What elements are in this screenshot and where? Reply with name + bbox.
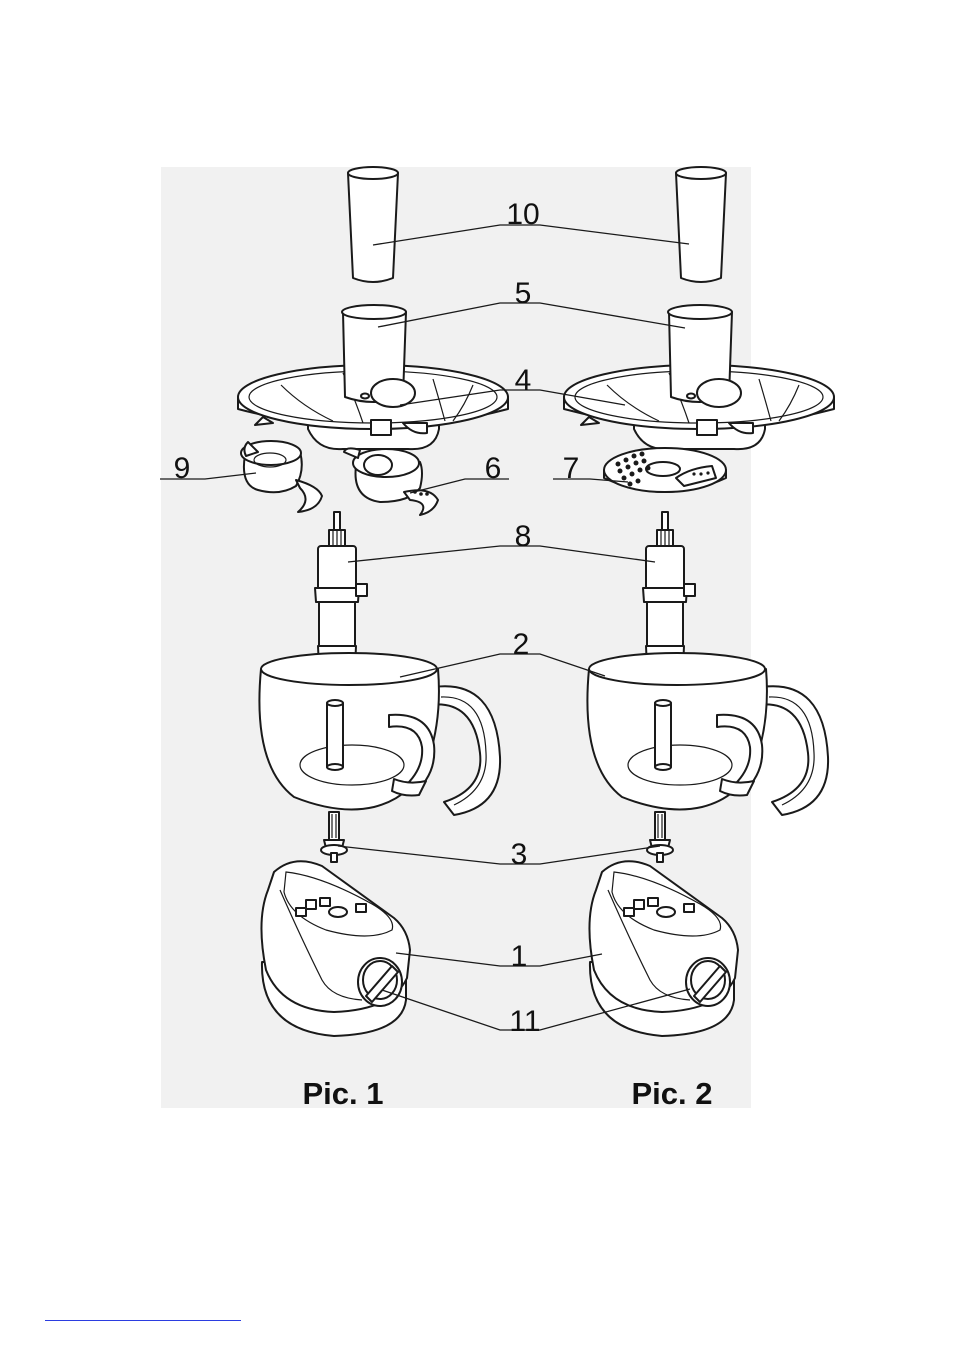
callout-4: 4 (515, 364, 532, 397)
bowl-left (259, 653, 500, 815)
caption-pic-2: Pic. 2 (632, 1076, 713, 1111)
callout-7: 7 (563, 452, 580, 485)
grating-disc (604, 448, 726, 492)
emulsifying-disc (241, 441, 322, 512)
callout-5: 5 (515, 277, 532, 310)
callout-2: 2 (513, 628, 530, 661)
base-left (261, 861, 410, 1036)
callout-1: 1 (511, 940, 528, 973)
callout-6: 6 (485, 452, 502, 485)
coupling-left (321, 812, 347, 862)
callout-10: 10 (506, 198, 539, 231)
coupling-right (647, 812, 673, 862)
chopping-blade (344, 448, 438, 515)
footer-rule (45, 1320, 241, 1321)
pusher-right (676, 167, 726, 282)
bowl-right (587, 653, 828, 815)
callout-9: 9 (174, 452, 191, 485)
lid-and-chute-left (238, 305, 508, 449)
callout-3: 3 (511, 838, 528, 871)
lid-and-chute-right (564, 305, 834, 449)
pusher-left (348, 167, 398, 282)
callout-8: 8 (515, 520, 532, 553)
motor-shaft-right (643, 512, 695, 671)
caption-pic-1: Pic. 1 (303, 1076, 384, 1111)
motor-shaft-left (315, 512, 367, 671)
callout-11: 11 (509, 1005, 540, 1038)
